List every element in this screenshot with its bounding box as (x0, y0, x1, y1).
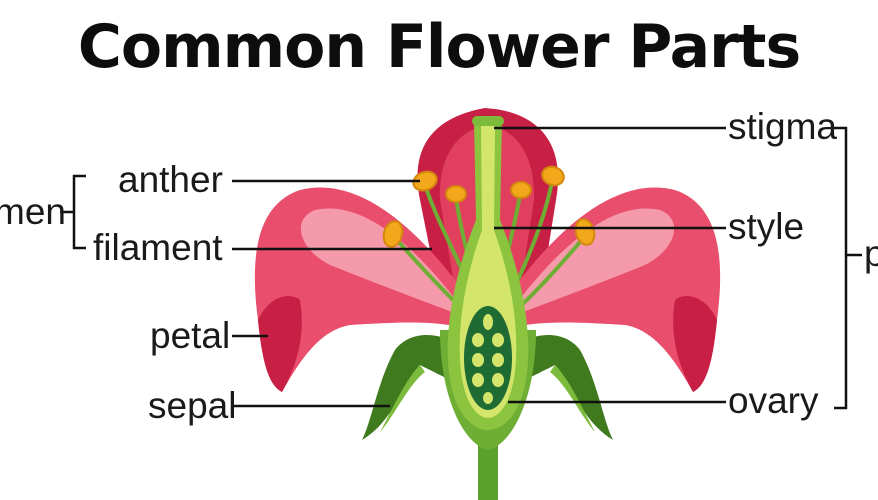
ovules (472, 314, 504, 404)
page-title: Common Flower Parts (77, 12, 801, 82)
leader-lines (60, 126, 862, 410)
stamen-bracket (60, 174, 86, 250)
label-sepal: sepal (148, 385, 237, 426)
label-petal: petal (150, 315, 231, 356)
anthers (382, 165, 596, 248)
label-style: style (728, 206, 805, 247)
label-filament: filament (93, 227, 223, 268)
label-ovary: ovary (728, 380, 819, 421)
stigma (472, 116, 504, 126)
stem (478, 440, 498, 500)
label-pistil-partial: p (864, 233, 878, 274)
label-stamen-partial: men (0, 191, 66, 232)
label-anther: anther (118, 159, 223, 200)
label-stigma: stigma (728, 106, 837, 147)
pistil-bracket (834, 126, 862, 410)
